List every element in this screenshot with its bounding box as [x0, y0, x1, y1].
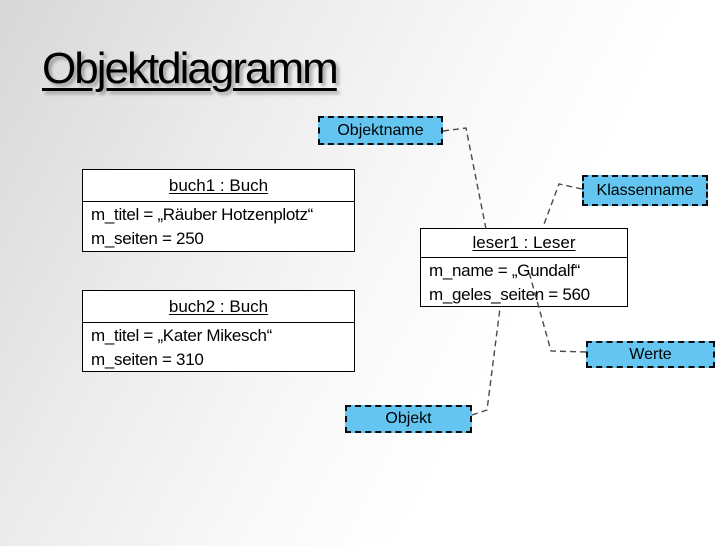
callout-objektname-label: Objektname [337, 121, 424, 139]
connector-objekt [471, 307, 501, 416]
object-attribute: m_titel = „Kater Mikesch“ [91, 326, 272, 345]
object-attribute: m_geles_seiten = 560 [429, 285, 590, 304]
object-box-buch1: buch1 : Buch m_titel = „Räuber Hotzenplo… [82, 169, 355, 252]
object-box-buch2: buch2 : Buch m_titel = „Kater Mikesch“ m… [82, 290, 355, 372]
connector-klassenname [542, 183, 583, 228]
object-header-buch2: buch2 : Buch [83, 291, 354, 323]
object-body-buch1: m_titel = „Räuber Hotzenplotz“ m_seiten … [83, 202, 354, 251]
object-attribute: m_titel = „Räuber Hotzenplotz“ [91, 205, 314, 224]
callout-werte-label: Werte [629, 345, 672, 363]
object-attribute: m_name = „Gundalf“ [429, 261, 580, 280]
callout-klassenname-label: Klassenname [596, 181, 694, 199]
callout-objektname: Objektname [318, 116, 443, 145]
object-box-leser1: leser1 : Leser m_name = „Gundalf“ m_gele… [420, 228, 628, 307]
callout-objekt: Objekt [345, 405, 472, 433]
callout-klassenname: Klassenname [582, 175, 708, 206]
callout-objekt-label: Objekt [385, 410, 432, 427]
object-header-buch1: buch1 : Buch [83, 170, 354, 202]
object-header-leser1: leser1 : Leser [421, 229, 627, 258]
slide-title: Objektdiagramm [42, 44, 339, 93]
connector-objektname [442, 127, 487, 230]
object-body-buch2: m_titel = „Kater Mikesch“ m_seiten = 310 [83, 323, 354, 372]
object-body-leser1: m_name = „Gundalf“ m_geles_seiten = 560 [421, 258, 627, 307]
object-attribute: m_seiten = 250 [91, 229, 204, 248]
callout-werte: Werte [586, 341, 715, 368]
object-attribute: m_seiten = 310 [91, 350, 204, 369]
